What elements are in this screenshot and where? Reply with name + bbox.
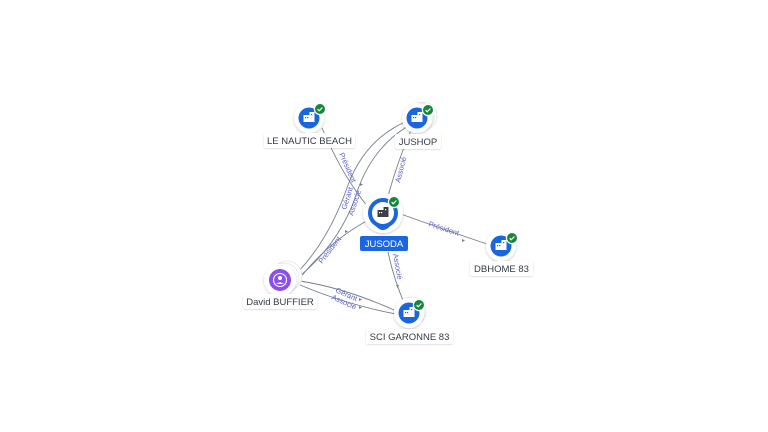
node-label: JUSHOP xyxy=(399,137,438,148)
edge-jusoda-david[interactable] xyxy=(299,217,373,279)
edge-jushop-david-1[interactable] xyxy=(297,121,406,273)
edge-label: Président xyxy=(316,234,343,265)
edge-label: Président xyxy=(427,219,461,238)
node-sci-garonne-83[interactable]: SCI GARONNE 83 xyxy=(366,296,453,344)
verified-check-icon xyxy=(412,298,426,312)
building-icon xyxy=(377,207,389,217)
arrow-marker xyxy=(359,298,362,301)
node-label: LE NAUTIC BEACH xyxy=(267,136,352,147)
arrow-marker xyxy=(359,306,362,309)
node-label-bg xyxy=(360,236,408,251)
arrow-marker xyxy=(462,239,465,242)
verified-check-icon xyxy=(505,231,519,245)
arrow-marker xyxy=(345,230,348,233)
node-dbhome-83[interactable]: DBHOME 83 xyxy=(470,231,533,276)
node-label: JUSODA xyxy=(365,239,404,250)
edge-arrows xyxy=(345,183,465,309)
node-label-bg xyxy=(470,261,533,276)
edge-label: Associé xyxy=(391,253,404,280)
edges xyxy=(297,121,491,315)
node-label-bg xyxy=(366,329,453,344)
node-jusoda[interactable]: JUSODA xyxy=(360,193,408,251)
node-jushop[interactable]: JUSHOP xyxy=(395,101,441,149)
node-label: David BUFFIER xyxy=(246,297,314,308)
node-label: DBHOME 83 xyxy=(474,264,529,275)
edge-garonne-david-2[interactable] xyxy=(299,284,397,315)
edge-jusoda-dbhome[interactable] xyxy=(397,212,491,246)
building-icon xyxy=(303,112,315,122)
building-icon xyxy=(495,240,507,250)
node-label-bg xyxy=(395,134,441,149)
building-icon xyxy=(403,307,415,317)
edge-jusoda-jushop[interactable] xyxy=(387,127,413,197)
node-label-bg xyxy=(264,133,355,148)
edge-label: Associé xyxy=(393,156,408,184)
verified-check-icon xyxy=(313,102,327,116)
node-label-bg xyxy=(243,294,317,309)
person-icon xyxy=(272,272,288,288)
verified-check-icon xyxy=(387,195,401,209)
node-label: SCI GARONNE 83 xyxy=(370,332,450,343)
building-icon xyxy=(411,112,423,122)
node-le-nautic-beach[interactable]: LE NAUTIC BEACH xyxy=(264,102,355,148)
verified-check-icon xyxy=(421,103,435,117)
arrow-marker xyxy=(360,183,363,186)
edge-garonne-david-1[interactable] xyxy=(299,280,395,311)
arrow-marker xyxy=(396,285,399,288)
node-david-buffier[interactable]: David BUFFIER xyxy=(243,260,317,309)
